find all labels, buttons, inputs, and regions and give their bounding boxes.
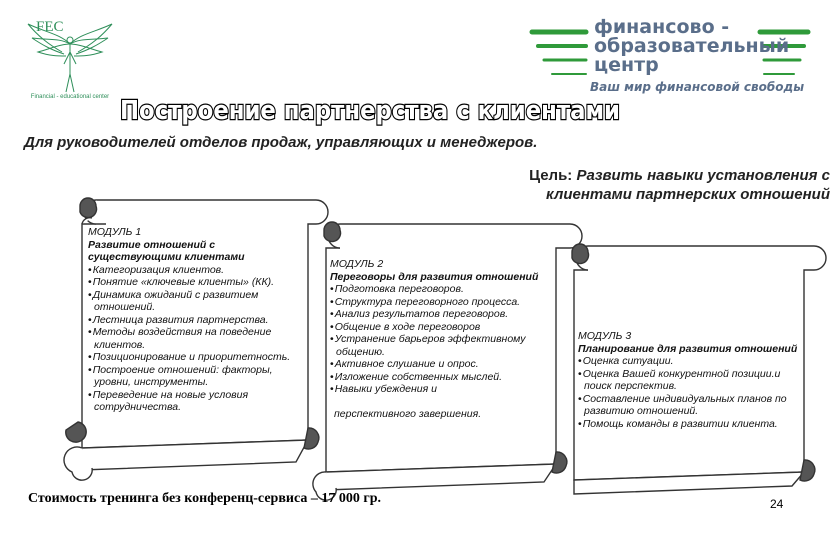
page-title-text: Построение партнерства с клиентами bbox=[120, 96, 620, 126]
list-item: Оценка ситуации. bbox=[578, 355, 800, 368]
module-2-content: МОДУЛЬ 2 Переговоры для развития отношен… bbox=[330, 258, 552, 420]
module-items: Подготовка переговоров. Структура перего… bbox=[330, 283, 552, 396]
cost-text: Стоимость тренинга без конференц-сервиса… bbox=[28, 491, 381, 506]
module-1-scroll: МОДУЛЬ 1 Развитие отношений с существующ… bbox=[52, 190, 330, 482]
page-number: 24 bbox=[770, 497, 784, 511]
list-item: Оценка Вашей конкурентной позиции.и поис… bbox=[578, 368, 800, 393]
module-label: МОДУЛЬ 3 bbox=[578, 330, 632, 342]
page-title: Построение партнерства с клиентами bbox=[110, 88, 630, 128]
brand-stripes bbox=[529, 29, 811, 75]
list-item: Подготовка переговоров. bbox=[330, 283, 552, 296]
module-tail: перспективного завершения. bbox=[334, 407, 482, 420]
fec-logo-tagline: Financial - educational center bbox=[30, 94, 110, 100]
module-1-content: МОДУЛЬ 1 Развитие отношений с существующ… bbox=[88, 226, 302, 414]
brand-slogan: Ваш мир финансовой свободы bbox=[590, 80, 805, 94]
goal-text: Цель: Развить навыки установления с клие… bbox=[440, 166, 830, 204]
list-item: Динамика ожиданий с развитием отношений. bbox=[88, 289, 302, 314]
list-item: Позиционирование и приоритетность. bbox=[88, 351, 302, 364]
list-item: Навыки убеждения и bbox=[330, 383, 552, 396]
brand-logo: финансово - образовательный центр Ваш ми… bbox=[528, 14, 818, 94]
list-item: Составление индивидуальных планов по раз… bbox=[578, 393, 800, 418]
list-item: Устранение барьеров эффективному общению… bbox=[330, 333, 552, 358]
module-3-content: МОДУЛЬ 3 Планирование для развития отнош… bbox=[578, 330, 800, 430]
list-item: Построение отношений: факторы, уровни, и… bbox=[88, 364, 302, 389]
winged-figure-icon bbox=[27, 23, 113, 93]
module-label: МОДУЛЬ 1 bbox=[88, 226, 142, 238]
brand-name-line3: центр bbox=[594, 54, 659, 76]
brand-name-line2: образовательный bbox=[594, 35, 790, 57]
fec-logo-text: FEC bbox=[36, 19, 64, 35]
list-item: Анализ результатов переговоров. bbox=[330, 308, 552, 321]
audience-text: Для руководителей отделов продаж, управл… bbox=[24, 134, 538, 151]
module-title: Переговоры для развития отношений bbox=[330, 270, 539, 283]
list-item: Лестница развития партнерства. bbox=[88, 314, 302, 327]
goal-description: Развить навыки установления с клиентами … bbox=[546, 167, 830, 203]
list-item: Изложение собственных мыслей. bbox=[330, 371, 552, 384]
list-item: Общение в ходе переговоров bbox=[330, 321, 552, 334]
module-3-scroll: МОДУЛЬ 3 Планирование для развития отнош… bbox=[548, 236, 827, 498]
module-title: Развитие отношений с существующими клиен… bbox=[88, 238, 245, 264]
list-item: Переведение на новые условия сотрудничес… bbox=[88, 389, 302, 414]
list-item: Активное слушание и опрос. bbox=[330, 358, 552, 371]
module-2-scroll: МОДУЛЬ 2 Переговоры для развития отношен… bbox=[300, 214, 584, 501]
module-items: Оценка ситуации. Оценка Вашей конкурентн… bbox=[578, 355, 800, 430]
fec-logo: FEC Financial - educational center bbox=[20, 14, 120, 114]
list-item: Методы воздействия на поведение клиентов… bbox=[88, 326, 302, 351]
list-item: Структура переговорного процесса. bbox=[330, 296, 552, 309]
module-title: Планирование для развития отношений bbox=[578, 342, 798, 355]
list-item: Понятие «ключевые клиенты» (КК). bbox=[88, 276, 302, 289]
module-items: Категоризация клиентов. Понятие «ключевы… bbox=[88, 264, 302, 414]
list-item: Помощь команды в развитии клиента. bbox=[578, 418, 800, 431]
goal-label: Цель: bbox=[529, 167, 573, 184]
list-item: Категоризация клиентов. bbox=[88, 264, 302, 277]
brand-name-line1: финансово - bbox=[594, 16, 730, 38]
module-label: МОДУЛЬ 2 bbox=[330, 258, 384, 270]
brand-name: финансово - образовательный центр bbox=[594, 16, 790, 76]
